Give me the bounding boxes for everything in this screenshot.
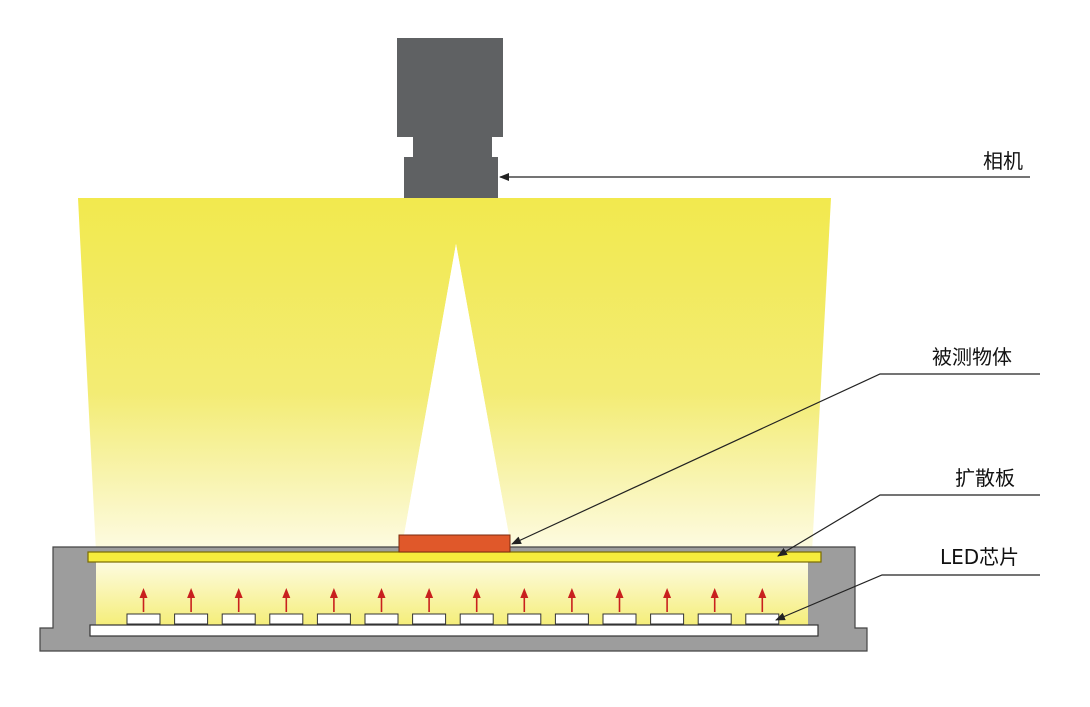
led-chip [269,613,304,625]
led-chip [221,613,256,625]
diffuser-label: 扩散板 [955,466,1015,490]
light-beam-center-gap [401,244,512,552]
camera-neck [413,137,492,158]
led-chip [459,613,494,625]
led-emission-arrow [139,588,148,612]
led-board [89,624,819,637]
led-emission-arrow [710,588,719,612]
led-emission-arrow [758,588,767,612]
leader-lines [499,173,1040,621]
led-emission-arrow [425,588,434,612]
led-chip [364,613,399,625]
led-chip [745,613,780,625]
led-emission-arrow [234,588,243,612]
led-emission-arrow [663,588,672,612]
test-object [398,534,511,553]
led-emission-arrow [520,588,529,612]
led-chip [650,613,685,625]
light-housing [39,546,868,652]
led-emission-arrow [472,588,481,612]
camera-label: 相机 [983,149,1023,173]
led-chip [174,613,209,625]
led-emission-arrow [329,588,338,612]
camera [397,38,503,198]
led-leader-line [775,574,1040,621]
diffuser-leader-line [777,494,1040,557]
led-label: LED芯片 [940,545,1019,569]
object-leader-line [511,373,1040,545]
led-emission-arrow [187,588,196,612]
led-chip [697,613,732,625]
led-emission-arrow [282,588,291,612]
diffuser-plate [87,551,822,563]
camera-lens [404,157,498,198]
led-emission-arrow [567,588,576,612]
led-emission-arrow [615,588,624,612]
light-beam-left [78,198,456,552]
led-chip [507,613,542,625]
led-chip-row [126,588,780,625]
led-chip [316,613,351,625]
led-chip [602,613,637,625]
light-beam-right [456,198,831,552]
camera-body [397,38,503,137]
housing-cavity [96,562,808,625]
led-chip [412,613,447,625]
led-emission-arrow [377,588,386,612]
led-chip [554,613,589,625]
led-chip [126,613,161,625]
object-label: 被测物体 [932,345,1012,369]
